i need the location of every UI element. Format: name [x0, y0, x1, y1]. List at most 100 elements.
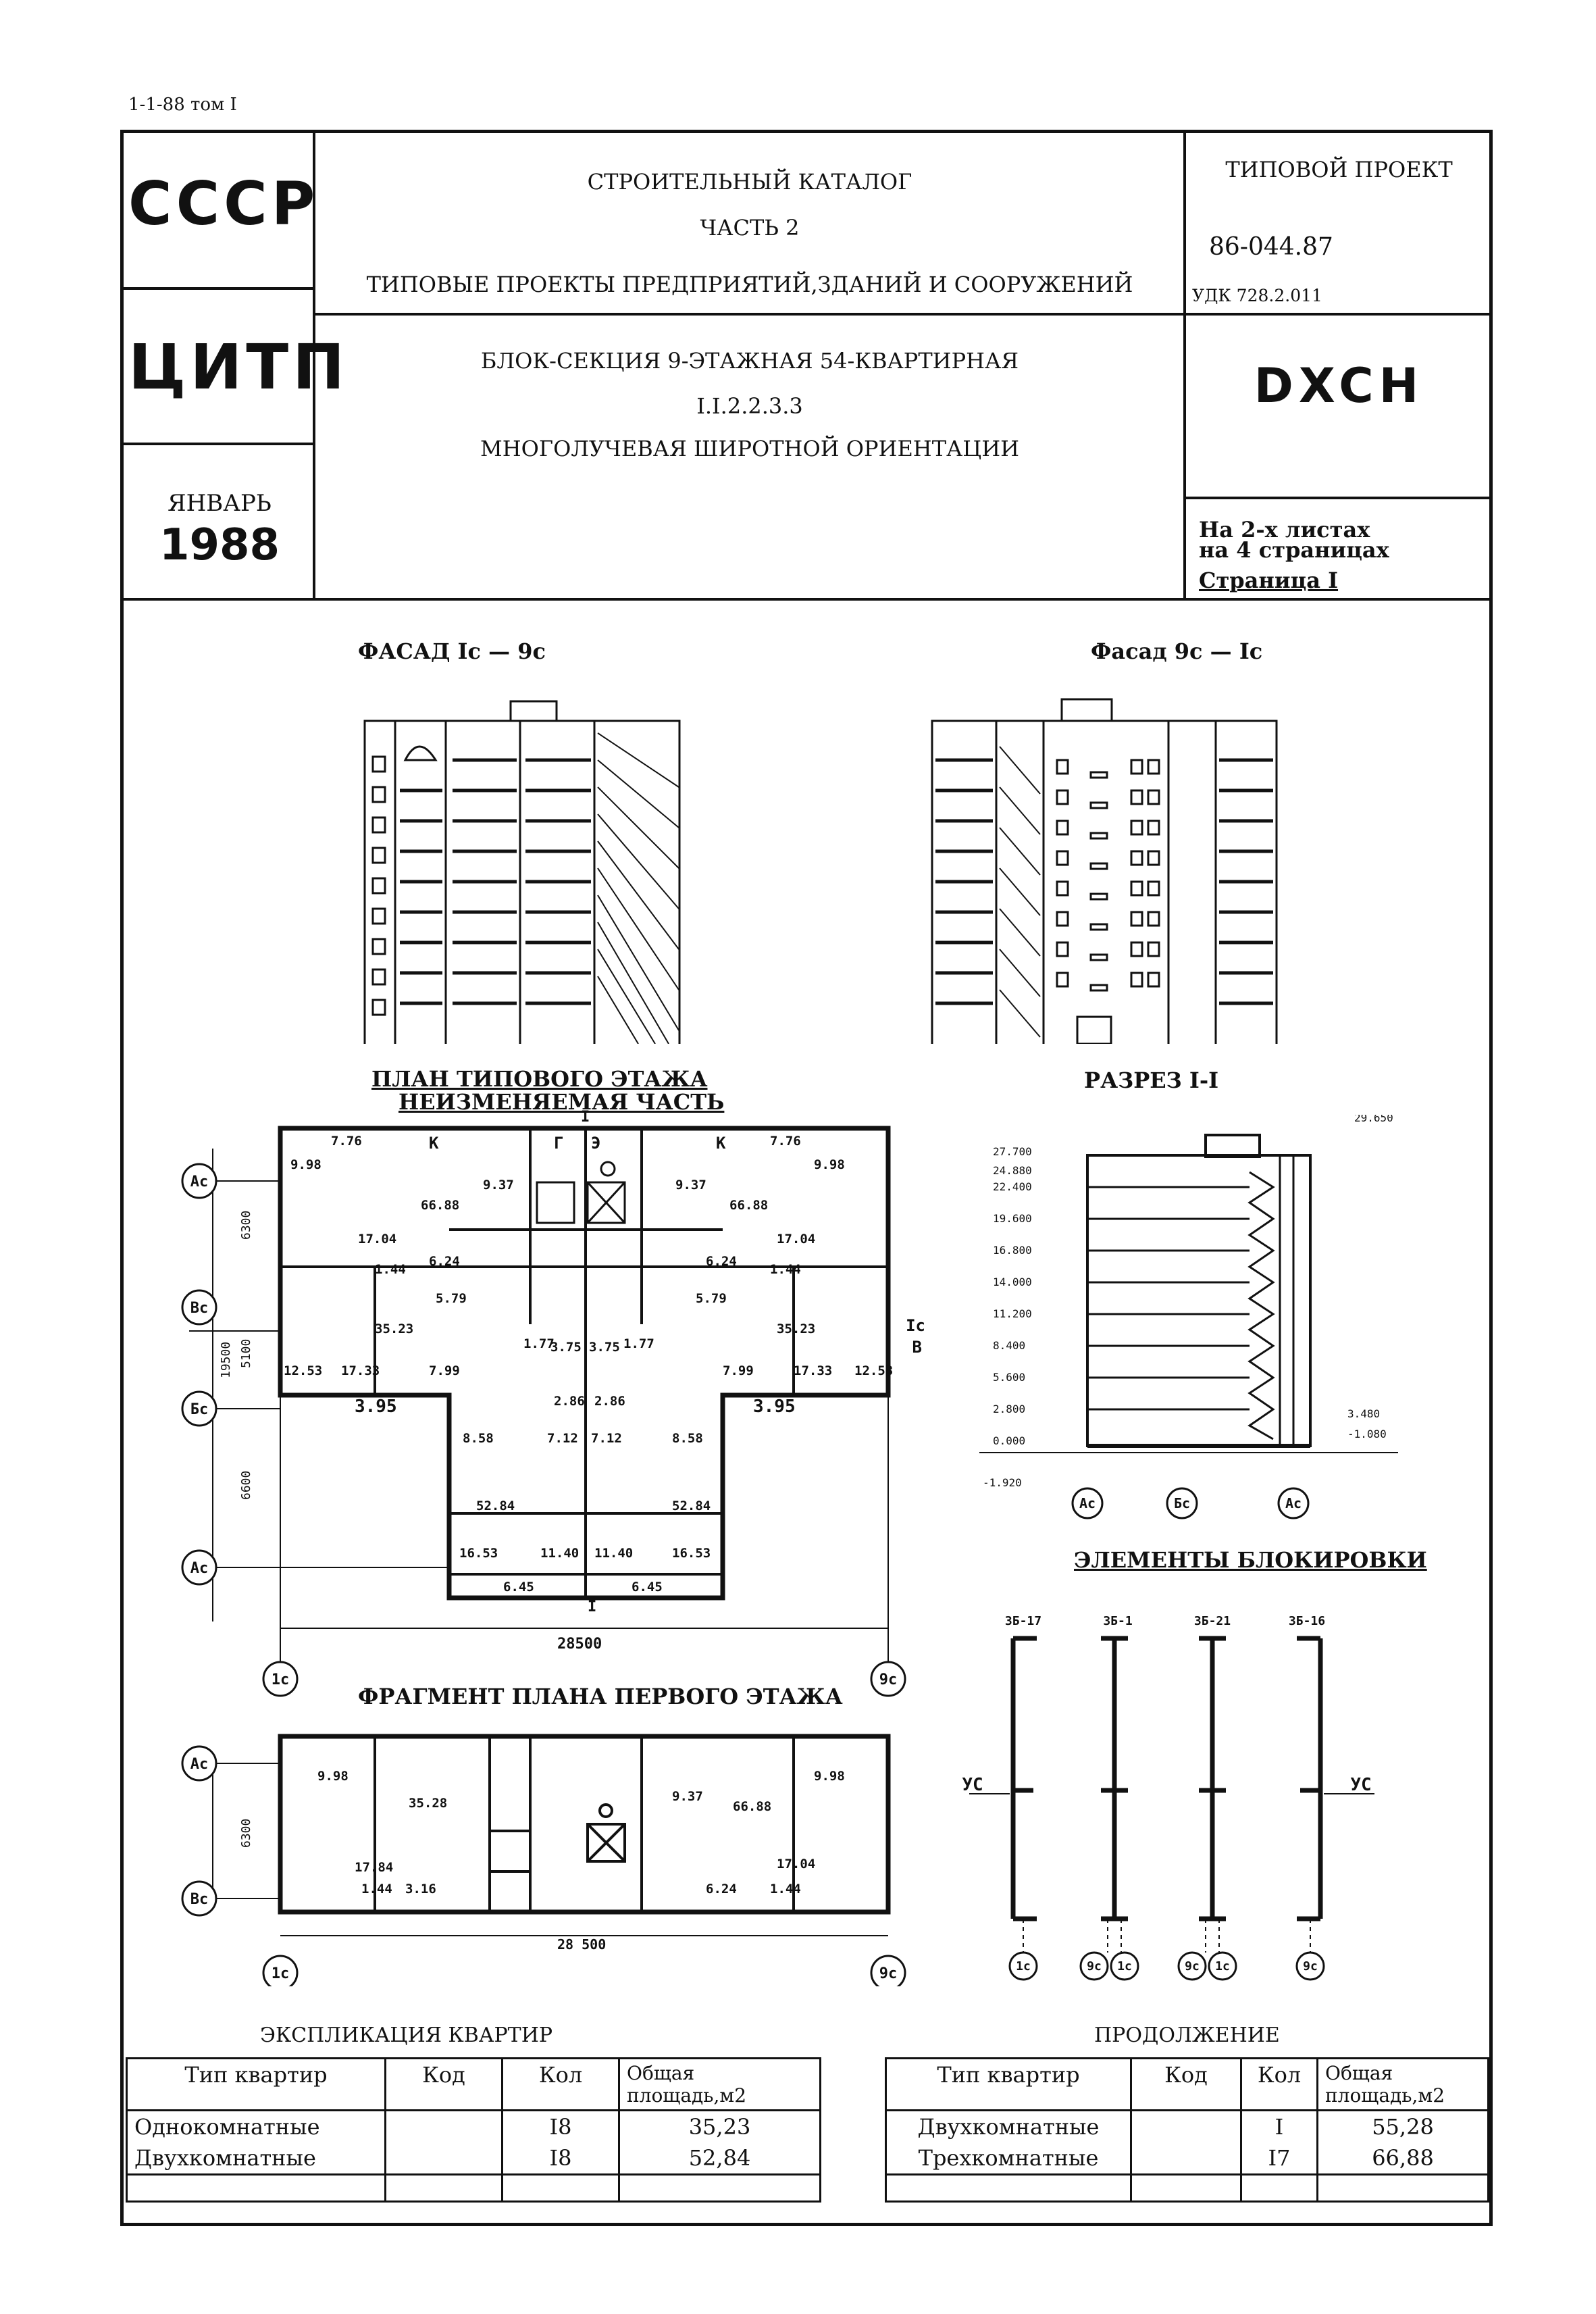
svg-text:1.77: 1.77	[523, 1336, 555, 1351]
svg-text:1.44: 1.44	[361, 1882, 392, 1896]
cell-type: Трехкомнатные	[885, 2142, 1132, 2175]
project-description: МНОГОЛУЧЕВАЯ ШИРОТНОЙ ОРИЕНТАЦИИ	[480, 436, 1019, 461]
svg-text:Г: Г	[554, 1134, 563, 1153]
svg-text:5100: 5100	[239, 1339, 253, 1368]
cell-area: 66,88	[1316, 2142, 1489, 2175]
first-floor-title: ФРАГМЕНТ ПЛАНА ПЕРВОГО ЭТАЖА	[358, 1684, 843, 1709]
continuation-title: ПРОДОЛЖЕНИЕ	[1094, 2023, 1280, 2047]
svg-text:66.88: 66.88	[421, 1198, 459, 1213]
pages-count: на 4 страницах	[1199, 537, 1389, 563]
stamp-divider-right	[1183, 130, 1186, 599]
svg-text:9.37: 9.37	[483, 1178, 514, 1192]
svg-text:3.75: 3.75	[550, 1340, 582, 1355]
svg-text:1.44: 1.44	[770, 1262, 801, 1277]
svg-text:17.04: 17.04	[777, 1857, 815, 1871]
explication-title: ЭКСПЛИКАЦИЯ КВАРТИР	[260, 2023, 553, 2047]
svg-text:6.24: 6.24	[429, 1254, 460, 1269]
table-row: Двухкомнатные I 55,28	[885, 2110, 1489, 2142]
typical-plan-title: ПЛАН ТИПОВОГО ЭТАЖА	[371, 1066, 708, 1092]
col-header-code: Код	[384, 2057, 503, 2111]
svg-text:17.33: 17.33	[794, 1363, 832, 1378]
table-spacer-row	[885, 2173, 1489, 2203]
table-row: Двухкомнатные I8 52,84	[126, 2142, 821, 2175]
cell-code	[384, 2142, 503, 2175]
svg-text:6.45: 6.45	[632, 1580, 663, 1594]
project-title: БЛОК-СЕКЦИЯ 9-ЭТАЖНАЯ 54-КВАРТИРНАЯ	[480, 348, 1019, 374]
svg-text:28 500: 28 500	[557, 1936, 606, 1953]
svg-text:11.40: 11.40	[540, 1546, 579, 1561]
continuation-table: Тип квартир Код Кол Общая площадь,м2 Дву…	[885, 2057, 1489, 2203]
facade-1-drawing	[363, 700, 681, 1044]
svg-text:Ас: Ас	[190, 1560, 209, 1577]
sheets-count: На 2-х листах	[1199, 517, 1370, 543]
svg-text:К: К	[429, 1134, 439, 1153]
cell-count: I7	[1240, 2142, 1318, 2175]
sheet-frame	[120, 130, 1493, 2226]
svg-text:9с: 9с	[1303, 1959, 1318, 1973]
col-header-area: Общая площадь,м2	[1316, 2057, 1489, 2111]
svg-text:9с: 9с	[1185, 1959, 1200, 1973]
svg-text:9.98: 9.98	[317, 1769, 349, 1784]
svg-text:1.44: 1.44	[770, 1882, 801, 1896]
cell-code	[1130, 2142, 1242, 2175]
cell-count: I8	[501, 2142, 620, 2175]
svg-text:35.23: 35.23	[777, 1322, 815, 1336]
table-row: Однокомнатные I8 35,23	[126, 2110, 821, 2142]
section-title: РАЗРЕЗ I-I	[1084, 1067, 1219, 1093]
svg-text:3.95: 3.95	[355, 1397, 397, 1417]
project-series: I.I.2.2.3.3	[696, 393, 803, 419]
svg-text:Бс: Бс	[190, 1401, 209, 1418]
svg-text:7.76: 7.76	[331, 1134, 362, 1149]
svg-text:16.800: 16.800	[993, 1244, 1032, 1257]
svg-text:1с: 1с	[1215, 1959, 1230, 1973]
svg-text:I: I	[588, 1599, 596, 1615]
svg-text:6.24: 6.24	[706, 1882, 737, 1896]
svg-text:12.53: 12.53	[284, 1363, 322, 1378]
table-header-row: Тип квартир Код Кол Общая площадь,м2	[126, 2057, 821, 2111]
svg-text:Ас: Ас	[1079, 1495, 1096, 1511]
svg-text:17.33: 17.33	[341, 1363, 380, 1378]
svg-text:1с: 1с	[1016, 1959, 1031, 1973]
cell-area: 52,84	[618, 2142, 821, 2175]
svg-text:Вс: Вс	[190, 1300, 209, 1317]
svg-text:52.84: 52.84	[672, 1499, 711, 1513]
svg-text:7.76: 7.76	[770, 1134, 801, 1149]
project-number: 86-044.87	[1209, 233, 1333, 261]
type-project-label: ТИПОВОЙ ПРОЕКТ	[1225, 157, 1453, 182]
svg-text:3Б-17: 3Б-17	[1005, 1614, 1041, 1628]
svg-text:5.600: 5.600	[993, 1371, 1025, 1384]
svg-text:6.45: 6.45	[503, 1580, 534, 1594]
svg-text:9с: 9с	[879, 1671, 898, 1688]
svg-text:Iс: Iс	[906, 1316, 925, 1335]
table-header-row: Тип квартир Код Кол Общая площадь,м2	[885, 2057, 1489, 2111]
svg-text:6.24: 6.24	[706, 1254, 737, 1269]
table-spacer-row	[126, 2173, 821, 2203]
cell-type: Двухкомнатные	[126, 2142, 386, 2175]
cell-area: 35,23	[618, 2110, 821, 2142]
svg-text:Ас: Ас	[1285, 1495, 1302, 1511]
svg-text:35.23: 35.23	[375, 1322, 413, 1336]
svg-text:12.53: 12.53	[854, 1363, 893, 1378]
svg-text:-1.080: -1.080	[1347, 1428, 1387, 1440]
typical-plan-subtitle: НЕИЗМЕНЯЕМАЯ ЧАСТЬ	[398, 1089, 725, 1115]
cell-code	[1130, 2110, 1242, 2142]
svg-text:1.77: 1.77	[623, 1336, 654, 1351]
svg-text:8.400: 8.400	[993, 1339, 1025, 1352]
svg-text:52.84: 52.84	[476, 1499, 515, 1513]
svg-text:Вс: Вс	[190, 1891, 209, 1908]
svg-text:9.98: 9.98	[814, 1769, 845, 1784]
org-ussr: СССР	[128, 169, 319, 238]
svg-text:28500: 28500	[557, 1636, 602, 1653]
svg-text:УС: УС	[962, 1775, 983, 1795]
catalog-part: ЧАСТЬ 2	[700, 215, 800, 241]
col-header-type: Тип квартир	[885, 2057, 1132, 2111]
svg-text:Бс: Бс	[1174, 1495, 1190, 1511]
stamp-line	[1183, 497, 1493, 499]
svg-text:8.58: 8.58	[463, 1431, 494, 1446]
issue-year: 1988	[159, 520, 280, 570]
svg-text:6300: 6300	[239, 1819, 253, 1848]
